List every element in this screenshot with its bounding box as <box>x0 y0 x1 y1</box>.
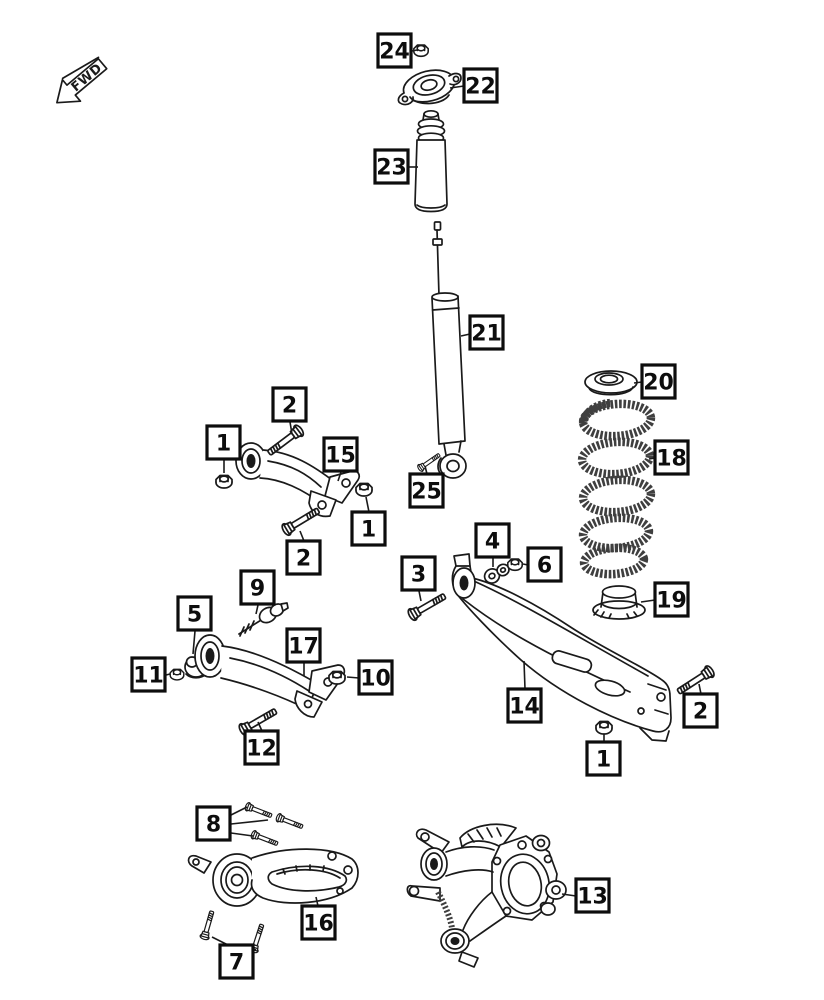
callout-5[interactable]: 5 <box>176 595 213 632</box>
callout-4-label: 4 <box>485 530 500 555</box>
callout-16[interactable]: 16 <box>300 904 337 941</box>
trailing-arm-mount-bolt-1 <box>198 909 217 942</box>
callout-8[interactable]: 8 <box>195 805 232 842</box>
callout-1c-label: 1 <box>596 748 611 773</box>
callout-8-label: 8 <box>206 813 221 838</box>
spring-link-bolt-inner <box>405 589 449 623</box>
lower-arm-nut-inner <box>169 668 185 681</box>
callout-9-label: 9 <box>250 577 265 602</box>
spring-link-arm <box>451 553 672 742</box>
rear-knuckle <box>406 823 567 968</box>
coil-spring <box>577 398 656 579</box>
trailing-arm <box>187 848 359 907</box>
upper-shock-mount <box>397 69 462 106</box>
callout-5-label: 5 <box>187 603 202 628</box>
upper-arm-nut-front <box>215 474 233 489</box>
callout-21[interactable]: 21 <box>468 314 505 351</box>
callout-3[interactable]: 3 <box>400 555 437 592</box>
callout-7[interactable]: 7 <box>218 943 255 980</box>
callout-22[interactable]: 22 <box>462 67 499 104</box>
spring-link-nut-outer <box>595 720 613 735</box>
callout-14[interactable]: 14 <box>506 687 543 724</box>
callout-25[interactable]: 25 <box>408 472 445 509</box>
upper-control-arm <box>235 442 361 518</box>
callout-2a-label: 2 <box>282 394 297 419</box>
callout-24[interactable]: 24 <box>376 32 413 69</box>
callout-13[interactable]: 13 <box>574 877 611 914</box>
callout-2-link-outer[interactable]: 2 <box>682 692 719 729</box>
fwd-label: FWD <box>69 61 106 95</box>
upper-spring-isolator <box>584 370 638 396</box>
leader-lines <box>165 49 702 951</box>
callout-6[interactable]: 6 <box>526 546 563 583</box>
callout-10-label: 10 <box>360 667 391 692</box>
trailing-arm-body-bolt-1 <box>243 801 274 821</box>
callout-12[interactable]: 12 <box>243 729 280 766</box>
upper-arm-nut-rear <box>355 482 373 497</box>
callout-22-label: 22 <box>465 75 496 100</box>
callout-7-label: 7 <box>229 951 244 976</box>
callout-18-label: 18 <box>656 447 687 472</box>
callout-2-upper-rear[interactable]: 2 <box>285 539 322 576</box>
callout-18[interactable]: 18 <box>653 439 690 476</box>
lower-arm-nut-outer <box>328 670 346 685</box>
callout-1-upper-front[interactable]: 1 <box>205 424 242 461</box>
callout-10[interactable]: 10 <box>357 659 394 696</box>
callout-2b-label: 2 <box>296 547 311 572</box>
trailing-arm-body-bolt-3 <box>249 829 280 849</box>
callout-13-label: 13 <box>577 885 608 910</box>
callout-15[interactable]: 15 <box>322 436 359 473</box>
shock-absorber <box>431 221 467 479</box>
callout-25-label: 25 <box>411 480 442 505</box>
callout-17-label: 17 <box>288 635 319 660</box>
spring-link-bushing-washers <box>483 563 510 584</box>
upper-arm-bolt-front <box>264 422 307 460</box>
callout-23[interactable]: 23 <box>373 148 410 185</box>
dust-boot <box>414 109 448 213</box>
callout-6-label: 6 <box>537 554 552 579</box>
callout-2-upper-front[interactable]: 2 <box>271 386 308 423</box>
callout-21-label: 21 <box>471 322 502 347</box>
callout-2c-label: 2 <box>693 700 708 725</box>
spring-link-nut-inner <box>507 558 523 572</box>
trailing-arm-body-bolt-2 <box>274 812 305 832</box>
callout-1b-label: 1 <box>361 518 376 543</box>
callout-16-label: 16 <box>303 912 334 937</box>
callout-15-label: 15 <box>325 444 356 469</box>
callout-19[interactable]: 19 <box>653 581 690 618</box>
toe-link-cam-bolt <box>238 602 289 637</box>
callout-20[interactable]: 20 <box>640 363 677 400</box>
callout-24-label: 24 <box>379 40 410 65</box>
callout-3-label: 3 <box>411 563 426 588</box>
callout-23-label: 23 <box>376 156 407 181</box>
callout-12-label: 12 <box>246 737 277 762</box>
fwd-arrow-icon: FWD <box>56 56 108 104</box>
callout-1-link-outer[interactable]: 1 <box>585 740 622 777</box>
callout-9[interactable]: 9 <box>239 569 276 606</box>
spring-link-bolt-outer <box>674 663 717 699</box>
lower-spring-isolator <box>592 585 646 620</box>
callout-11-label: 11 <box>133 664 164 689</box>
callout-19-label: 19 <box>656 589 687 614</box>
lower-control-arm <box>194 634 346 718</box>
callout-11[interactable]: 11 <box>130 656 167 693</box>
callout-17[interactable]: 17 <box>285 627 322 664</box>
callout-20-label: 20 <box>643 371 674 396</box>
callout-1a-label: 1 <box>216 432 231 457</box>
callout-1-upper-rear[interactable]: 1 <box>350 510 387 547</box>
callout-4[interactable]: 4 <box>474 522 511 559</box>
callout-14-label: 14 <box>509 695 540 720</box>
